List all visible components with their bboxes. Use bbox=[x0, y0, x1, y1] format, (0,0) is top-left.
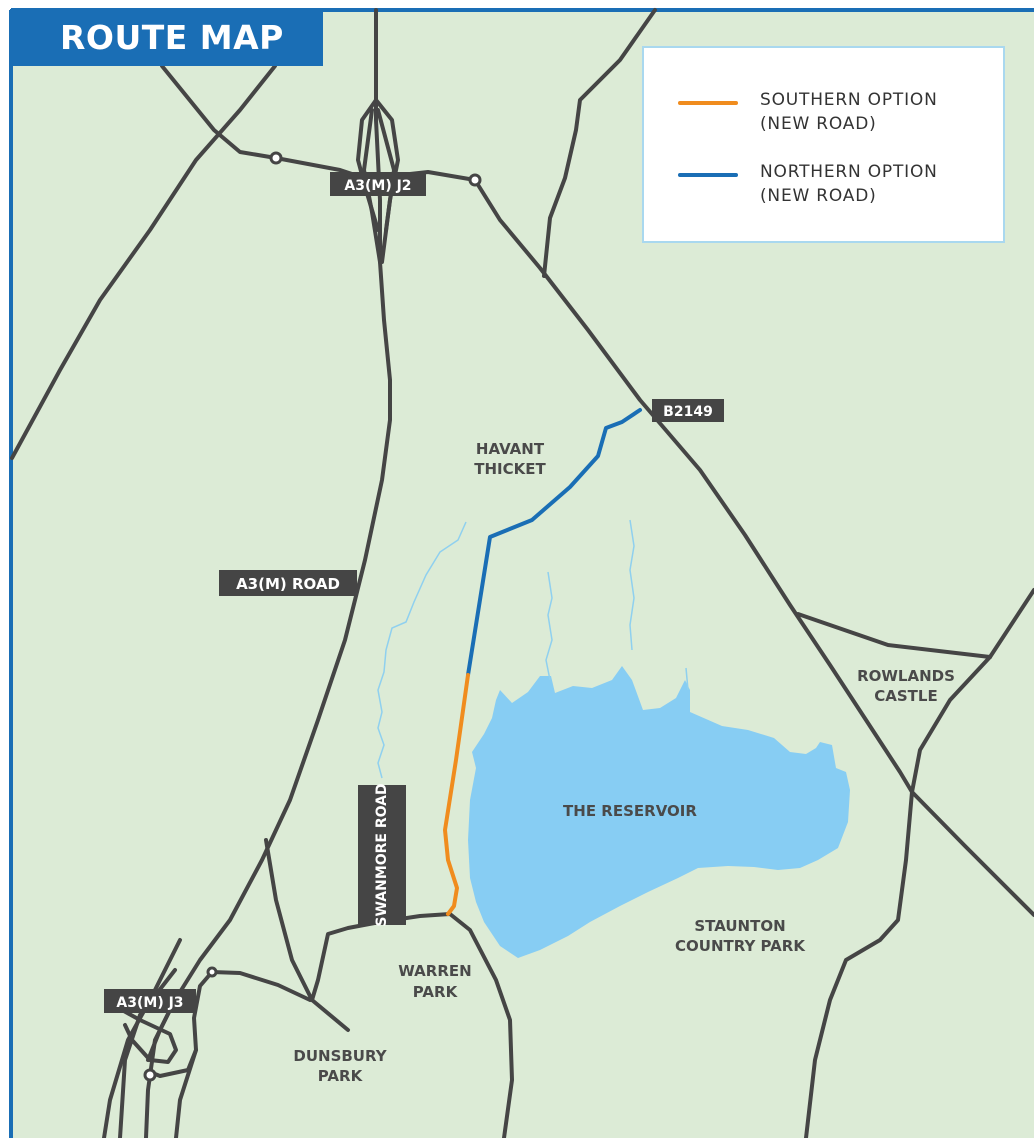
place-label-dunsbury-park-1: DUNSBURY bbox=[293, 1047, 387, 1065]
road-j3-roundabout-1 bbox=[120, 1008, 178, 1064]
road-warren-park bbox=[448, 912, 514, 1138]
road-label-a3m-j2-text: A3(M) J2 bbox=[344, 178, 411, 194]
map-legend: SOUTHERN OPTION (NEW ROAD) NORTHERN OPTI… bbox=[642, 46, 1005, 243]
legend-item-northern: NORTHERN OPTION (NEW ROAD) bbox=[678, 160, 938, 208]
place-label-havant-thicket-1: HAVANT bbox=[476, 440, 545, 458]
road-dunsbury-spur bbox=[264, 838, 314, 1002]
place-label-warren-park-1: WARREN bbox=[398, 962, 471, 980]
place-label-warren-park-2: PARK bbox=[413, 983, 459, 1001]
road-east-south bbox=[804, 790, 914, 1138]
stream-east-short bbox=[685, 667, 689, 691]
map-title-banner: ROUTE MAP bbox=[10, 9, 323, 66]
place-label-rowlands-castle-1: ROWLANDS bbox=[857, 667, 955, 685]
road-label-a3m-j3: A3(M) J3 bbox=[104, 989, 196, 1013]
road-label-swanmore-road-text: SWANMORE ROAD bbox=[374, 783, 390, 926]
road-label-a3m-j2: A3(M) J2 bbox=[330, 172, 426, 196]
road-rowlands-east bbox=[796, 612, 992, 659]
place-labels: HAVANT THICKET ROWLANDS CASTLE THE RESER… bbox=[293, 440, 955, 1085]
road-j3-sliproad-4 bbox=[174, 1048, 198, 1138]
road-label-b2149-text: B2149 bbox=[663, 404, 713, 420]
road-a3m-north bbox=[374, 8, 382, 264]
stream-east bbox=[629, 519, 635, 651]
road-label-b2149: B2149 bbox=[652, 399, 724, 422]
road-j2-sliproad-east-2 bbox=[376, 108, 396, 232]
place-label-staunton-2: COUNTRY PARK bbox=[675, 937, 806, 955]
legend-item-southern: SOUTHERN OPTION (NEW ROAD) bbox=[678, 88, 938, 136]
junction-markers bbox=[143, 151, 482, 1082]
road-label-swanmore-road: SWANMORE ROAD bbox=[358, 783, 406, 927]
reservoir-water bbox=[468, 666, 850, 958]
road-rowlands-northeast bbox=[910, 588, 1034, 794]
legend-label-southern: SOUTHERN OPTION (NEW ROAD) bbox=[760, 90, 938, 134]
road-j3-sliproad-2 bbox=[102, 938, 182, 1138]
road-label-a3m-road-text: A3(M) ROAD bbox=[236, 575, 340, 593]
stream-centre bbox=[545, 571, 553, 681]
road-north-east bbox=[542, 8, 657, 278]
junction-marker-j2-west bbox=[269, 151, 283, 165]
legend-label-northern: NORTHERN OPTION (NEW ROAD) bbox=[760, 162, 938, 206]
place-label-havant-thicket-2: THICKET bbox=[474, 460, 546, 478]
stream-west bbox=[377, 521, 467, 779]
road-swanmore-link bbox=[310, 912, 452, 1032]
road-j2-west-link bbox=[160, 64, 366, 180]
road-b2149 bbox=[473, 178, 1034, 917]
place-label-reservoir: THE RESERVOIR bbox=[563, 802, 697, 820]
legend-swatch-southern bbox=[678, 101, 738, 105]
road-north-diagonal bbox=[10, 64, 277, 460]
road-label-a3m-j3-text: A3(M) J3 bbox=[116, 995, 183, 1011]
road-label-a3m-road: A3(M) ROAD bbox=[219, 570, 357, 596]
place-label-staunton-1: STAUNTON bbox=[694, 917, 785, 935]
road-j3-west bbox=[148, 970, 312, 1078]
northern-route-line bbox=[466, 408, 642, 677]
place-label-rowlands-castle-2: CASTLE bbox=[874, 687, 937, 705]
legend-swatch-northern bbox=[678, 173, 738, 177]
junction-marker-j3-south bbox=[143, 1068, 157, 1082]
streams bbox=[377, 519, 689, 779]
junction-marker-j2-east bbox=[468, 173, 482, 187]
southern-route-line bbox=[443, 673, 470, 916]
map-title: ROUTE MAP bbox=[60, 18, 284, 57]
place-label-dunsbury-park-2: PARK bbox=[318, 1067, 364, 1085]
junction-marker-j3-north bbox=[206, 966, 218, 978]
